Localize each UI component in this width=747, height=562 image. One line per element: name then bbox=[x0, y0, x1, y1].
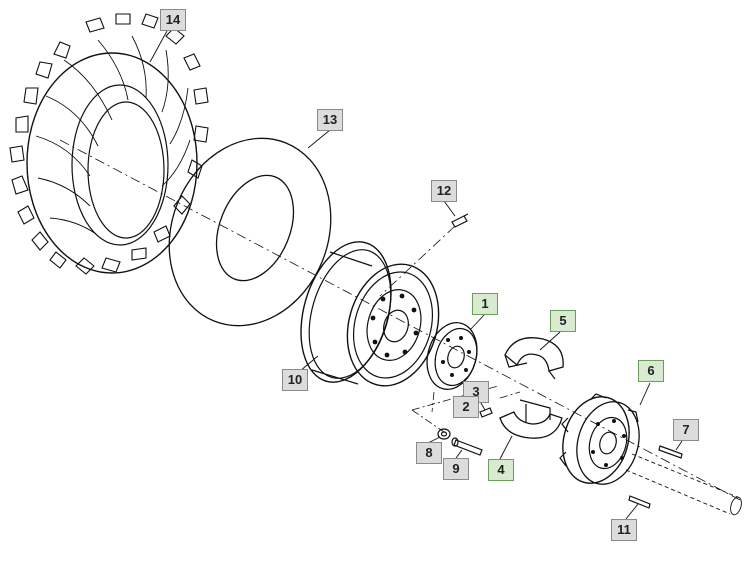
adapter-plate bbox=[426, 322, 478, 390]
bolt-lower bbox=[628, 495, 651, 509]
callout-11[interactable]: 11 bbox=[611, 519, 637, 541]
rim bbox=[300, 241, 440, 387]
callout-12[interactable]: 12 bbox=[431, 180, 457, 202]
callout-1[interactable]: 1 bbox=[472, 293, 498, 315]
callout-14[interactable]: 14 bbox=[160, 9, 186, 31]
callout-8[interactable]: 8 bbox=[416, 442, 442, 464]
callout-4[interactable]: 4 bbox=[488, 459, 514, 481]
callout-7[interactable]: 7 bbox=[673, 419, 699, 441]
callout-6[interactable]: 6 bbox=[638, 360, 664, 382]
callout-5[interactable]: 5 bbox=[550, 310, 576, 332]
callout-13[interactable]: 13 bbox=[317, 109, 343, 131]
bolt-long bbox=[451, 437, 483, 456]
callout-9[interactable]: 9 bbox=[443, 458, 469, 480]
center-axis bbox=[59, 139, 741, 501]
callout-2[interactable]: 2 bbox=[453, 396, 479, 418]
weight-half-upper bbox=[504, 337, 564, 380]
bolt-short bbox=[658, 445, 683, 459]
weight-half-lower bbox=[499, 399, 563, 439]
center-weight bbox=[559, 393, 640, 485]
tire bbox=[9, 13, 209, 275]
hub-shaft bbox=[625, 453, 742, 516]
valve-stem bbox=[451, 213, 469, 228]
callout-10[interactable]: 10 bbox=[282, 369, 308, 391]
spring-pin bbox=[479, 407, 493, 418]
tube-flap bbox=[168, 137, 332, 327]
